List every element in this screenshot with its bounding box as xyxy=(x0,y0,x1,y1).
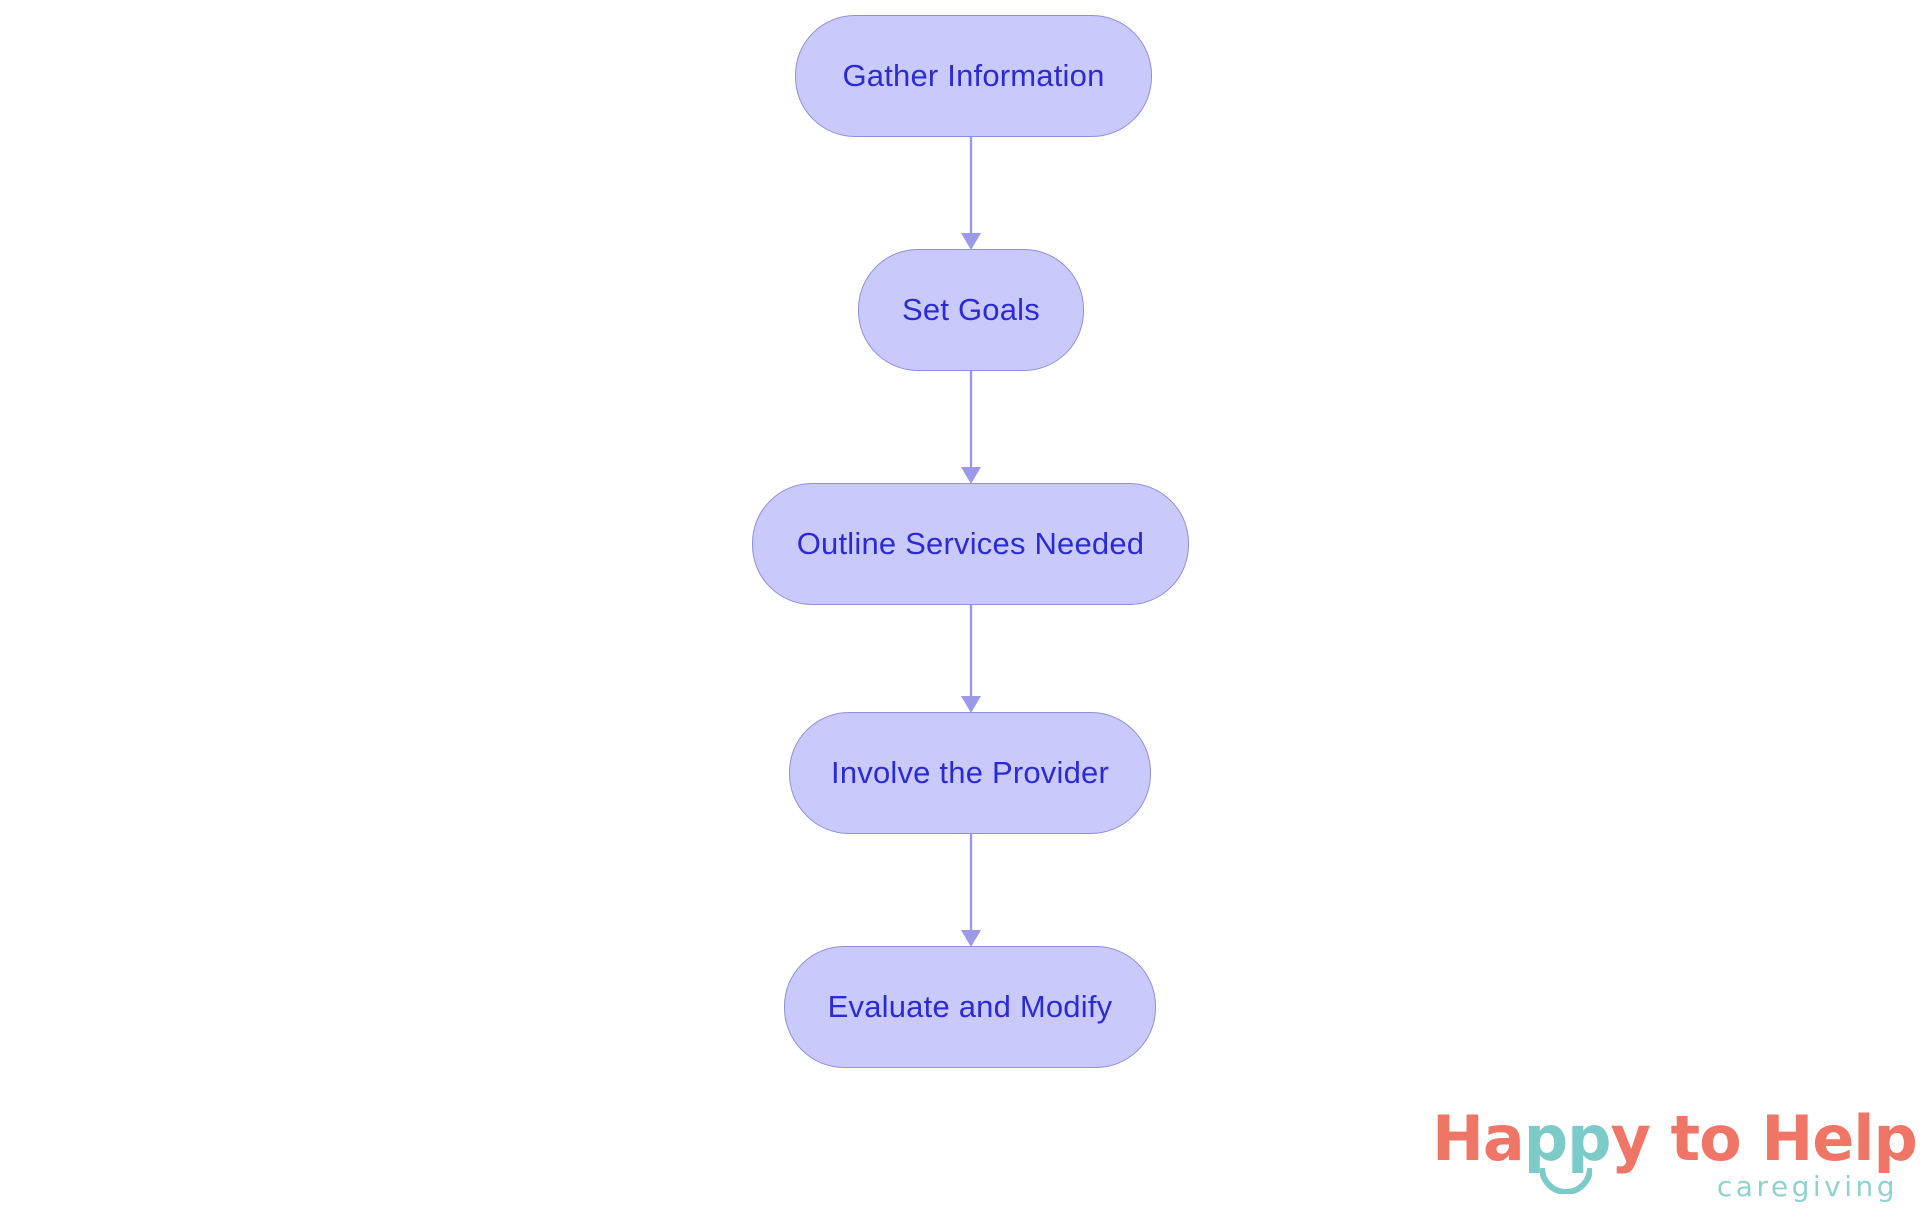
flow-node-outline-services[interactable]: Outline Services Needed xyxy=(752,483,1189,605)
flow-node-set-goals[interactable]: Set Goals xyxy=(858,249,1084,371)
logo-tagline: caregiving xyxy=(1716,1170,1898,1203)
logo-word-ha: Ha xyxy=(1432,1102,1525,1175)
flow-node-evaluate-and-modify[interactable]: Evaluate and Modify xyxy=(784,946,1156,1068)
smile-arc-icon xyxy=(1540,1168,1592,1194)
logo-word-y-to-help: y to Help xyxy=(1610,1102,1918,1175)
edge-outline-services-to-involve-provider xyxy=(961,605,981,713)
edge-involve-provider-to-evaluate-and-modify xyxy=(961,834,981,947)
flow-node-involve-provider[interactable]: Involve the Provider xyxy=(789,712,1151,834)
edge-gather-information-to-set-goals xyxy=(961,137,981,250)
brand-logo: Happy to Help caregiving xyxy=(1432,1108,1918,1208)
edge-set-goals-to-outline-services xyxy=(961,371,981,484)
logo-word-pp: pp xyxy=(1523,1102,1612,1175)
flow-node-gather-information[interactable]: Gather Information xyxy=(795,15,1152,137)
logo-wordmark: Happy to Help xyxy=(1432,1108,1918,1170)
